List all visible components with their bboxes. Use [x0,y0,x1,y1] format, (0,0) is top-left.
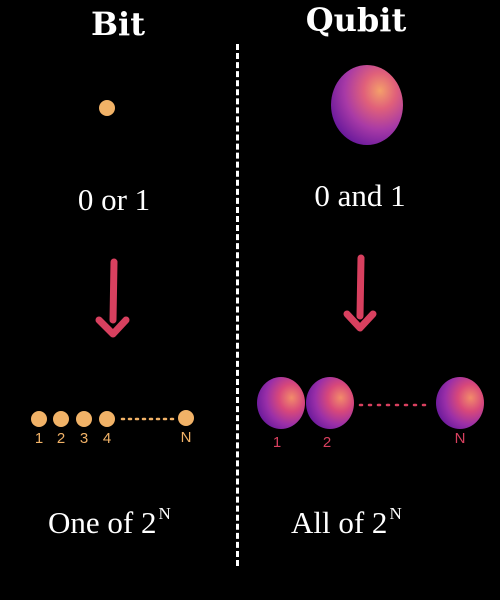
bit-dot-n [178,410,194,426]
qubit-capacity-text: All of 2 [291,505,388,540]
bit-dot-3 [76,411,92,427]
bit-index-n: N [180,429,192,446]
qubit-capacity-exponent: N [389,504,402,523]
qubit-sphere-n [436,377,484,429]
bit-index-3: 3 [79,430,89,447]
qubit-sphere-1 [257,377,305,429]
bit-index-1: 1 [34,430,44,447]
qubit-index-2: 2 [322,434,332,451]
bit-index-4: 4 [102,430,112,447]
bit-dot-1 [31,411,47,427]
right-down-arrow [343,254,377,332]
bit-capacity-text: One of 2 [48,505,157,540]
center-divider [236,44,239,566]
bit-capacity-exponent: N [158,504,171,523]
qubit-index-1: 1 [272,434,282,451]
bit-index-2: 2 [56,430,66,447]
qubit-sphere-2 [306,377,354,429]
bit-state-label: 0 or 1 [77,182,151,217]
single-bit-dot [99,100,115,116]
bit-heading: Bit [91,5,145,43]
qubit-heading: Qubit [305,1,407,39]
qubit-register [257,377,484,429]
bit-dot-2 [53,411,69,427]
bit-dot-4 [99,411,115,427]
qubit-state-label: 0 and 1 [314,178,406,213]
left-down-arrow [95,258,130,338]
single-qubit-sphere [331,65,403,145]
qubit-index-n: N [454,430,466,447]
bit-register [31,410,194,427]
